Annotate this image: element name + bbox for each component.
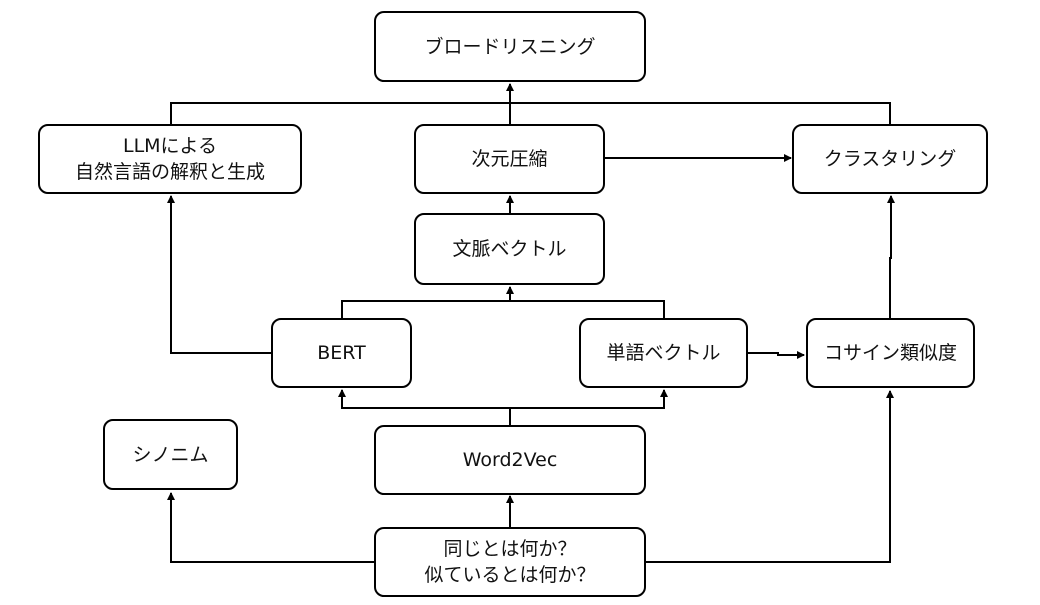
- node-clustering: クラスタリング: [792, 124, 988, 194]
- edge-clustering-up: [510, 102, 891, 124]
- edge-bert-to-llm: [167, 195, 271, 354]
- edge-question-to-cosine-similarity: [646, 390, 894, 563]
- edge-word2vec-to-word-vector: [510, 389, 668, 409]
- node-dim-reduction-label: 次元圧縮: [471, 148, 548, 170]
- node-llm: LLMによる 自然言語の解釈と生成: [38, 124, 302, 194]
- node-word2vec: Word2Vec: [374, 425, 646, 495]
- node-question-label: 同じとは何か？ 似ているとは何か？: [424, 538, 596, 586]
- node-llm-label: LLMによる 自然言語の解釈と生成: [74, 135, 265, 183]
- edge-word-vector-up: [510, 300, 665, 318]
- edge-word2vec-to-bert: [338, 389, 510, 409]
- node-question: 同じとは何か？ 似ているとは何か？: [374, 527, 646, 597]
- edge-word-vector-to-cosine-similarity: [748, 351, 805, 359]
- node-word2vec-label: Word2Vec: [462, 449, 558, 471]
- edge-bert-up: [341, 300, 510, 318]
- node-bert: BERT: [271, 318, 412, 388]
- node-context-vector: 文脈ベクトル: [414, 213, 605, 285]
- node-context-vector-label: 文脈ベクトル: [452, 238, 567, 260]
- edge-llm-up: [170, 102, 510, 124]
- node-dim-reduction: 次元圧縮: [414, 124, 605, 194]
- node-synonym-label: シノニム: [132, 443, 209, 466]
- edge-cosine-similarity-to-clustering: [887, 195, 895, 318]
- node-synonym: シノニム: [103, 419, 238, 490]
- node-broad-listening: ブロードリスニング: [374, 11, 646, 82]
- edge-question-to-synonym: [167, 492, 374, 563]
- node-bert-label: BERT: [317, 342, 366, 364]
- node-word-vector-label: 単語ベクトル: [606, 342, 721, 364]
- node-word-vector: 単語ベクトル: [579, 318, 748, 388]
- node-cosine-similarity-label: コサイン類似度: [823, 342, 957, 364]
- node-broad-listening-label: ブロードリスニング: [424, 35, 596, 58]
- node-cosine-similarity: コサイン類似度: [806, 318, 975, 388]
- node-clustering-label: クラスタリング: [823, 148, 957, 170]
